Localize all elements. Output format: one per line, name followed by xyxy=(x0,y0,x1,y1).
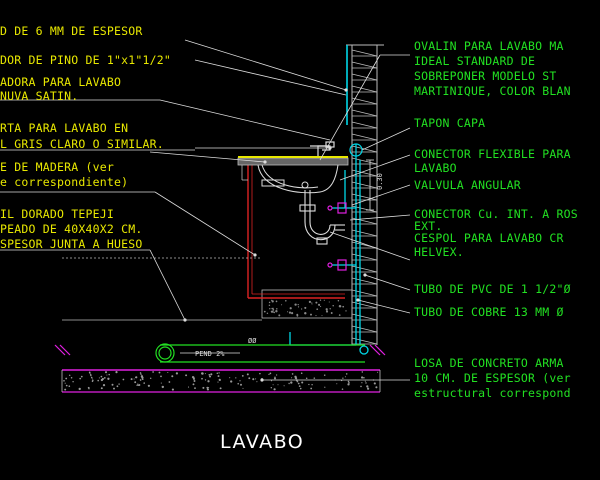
vanity-base xyxy=(261,289,353,319)
note-floor-tile-1: IL DORADO TEPEJI xyxy=(0,207,114,221)
note-tapon: TAPON CAPA xyxy=(414,116,485,130)
note-floor-tile-2: PEADO DE 40X40X2 CM. xyxy=(0,222,142,236)
vanity-cabinet xyxy=(241,165,345,299)
note-cu-connector: CONECTOR Cu. INT. A ROS xyxy=(414,207,578,221)
note-floor-tile-3: SPESOR JUNTA A HUESO xyxy=(0,237,142,251)
note-sink-faucet-1: ADORA PARA LAVABO xyxy=(0,75,121,89)
trap-cespol xyxy=(299,190,345,245)
brick-wall xyxy=(346,44,384,345)
drawing-title: LAVABO xyxy=(220,431,304,453)
note-ovalin-1: OVALIN PARA LAVABO MA xyxy=(414,39,564,53)
note-slab-1: LOSA DE CONCRETO ARMA xyxy=(414,356,564,370)
note-wood-base-2: e correspondiente) xyxy=(0,175,128,189)
note-copper-pipe: TUBO DE COBRE 13 MM Ø xyxy=(414,305,564,319)
note-ovalin-3: SOBREPONER MODELO ST xyxy=(414,69,556,83)
note-angle-valve: VALVULA ANGULAR xyxy=(414,178,521,192)
slab-break-marks xyxy=(54,344,386,356)
leader-dots xyxy=(183,88,367,382)
note-pvc-pipe: TUBO DE PVC DE 1 1/2"Ø xyxy=(414,282,571,296)
supply-pipes xyxy=(289,160,369,355)
note-wood-base-1: E DE MADERA (ver xyxy=(0,160,114,174)
leader-lines xyxy=(0,39,411,381)
note-slab-3: estructural correspond xyxy=(414,386,571,400)
note-cespol-2: HELVEX. xyxy=(414,245,464,259)
note-flex-connector-1: CONECTOR FLEXIBLE PARA xyxy=(414,147,571,161)
sink-bowl xyxy=(257,164,339,194)
diameter-label: ØØ xyxy=(248,337,257,345)
dimension-label: 0.30 xyxy=(376,173,384,190)
note-slab-thickness: D DE 6 MM DE ESPESOR xyxy=(0,24,142,38)
note-ovalin-2: IDEAL STANDARD DE xyxy=(414,54,535,68)
note-flex-connector-2: LAVABO xyxy=(414,161,457,175)
concrete-slab xyxy=(61,369,381,393)
angle-valves xyxy=(327,202,347,271)
slope-label: PEND 2% xyxy=(195,350,225,358)
note-ovalin-4: MARTINIQUE, COLOR BLAN xyxy=(414,84,571,98)
countertop xyxy=(237,156,349,166)
pvc-drain-pipe xyxy=(155,343,365,363)
note-countertop-2: L GRIS CLARO O SIMILAR. xyxy=(0,137,164,151)
note-slab-2: 10 CM. DE ESPESOR (ver xyxy=(414,371,571,385)
note-pine-frame: DOR DE PINO DE 1"x1"1/2" xyxy=(0,53,171,67)
note-ext: EXT. xyxy=(414,219,443,233)
note-countertop-1: RTA PARA LAVABO EN xyxy=(0,121,128,135)
dimension-line xyxy=(366,159,374,211)
note-sink-faucet-2: NUVA SATIN. xyxy=(0,89,78,103)
note-cespol-1: CESPOL PARA LAVABO CR xyxy=(414,231,564,245)
